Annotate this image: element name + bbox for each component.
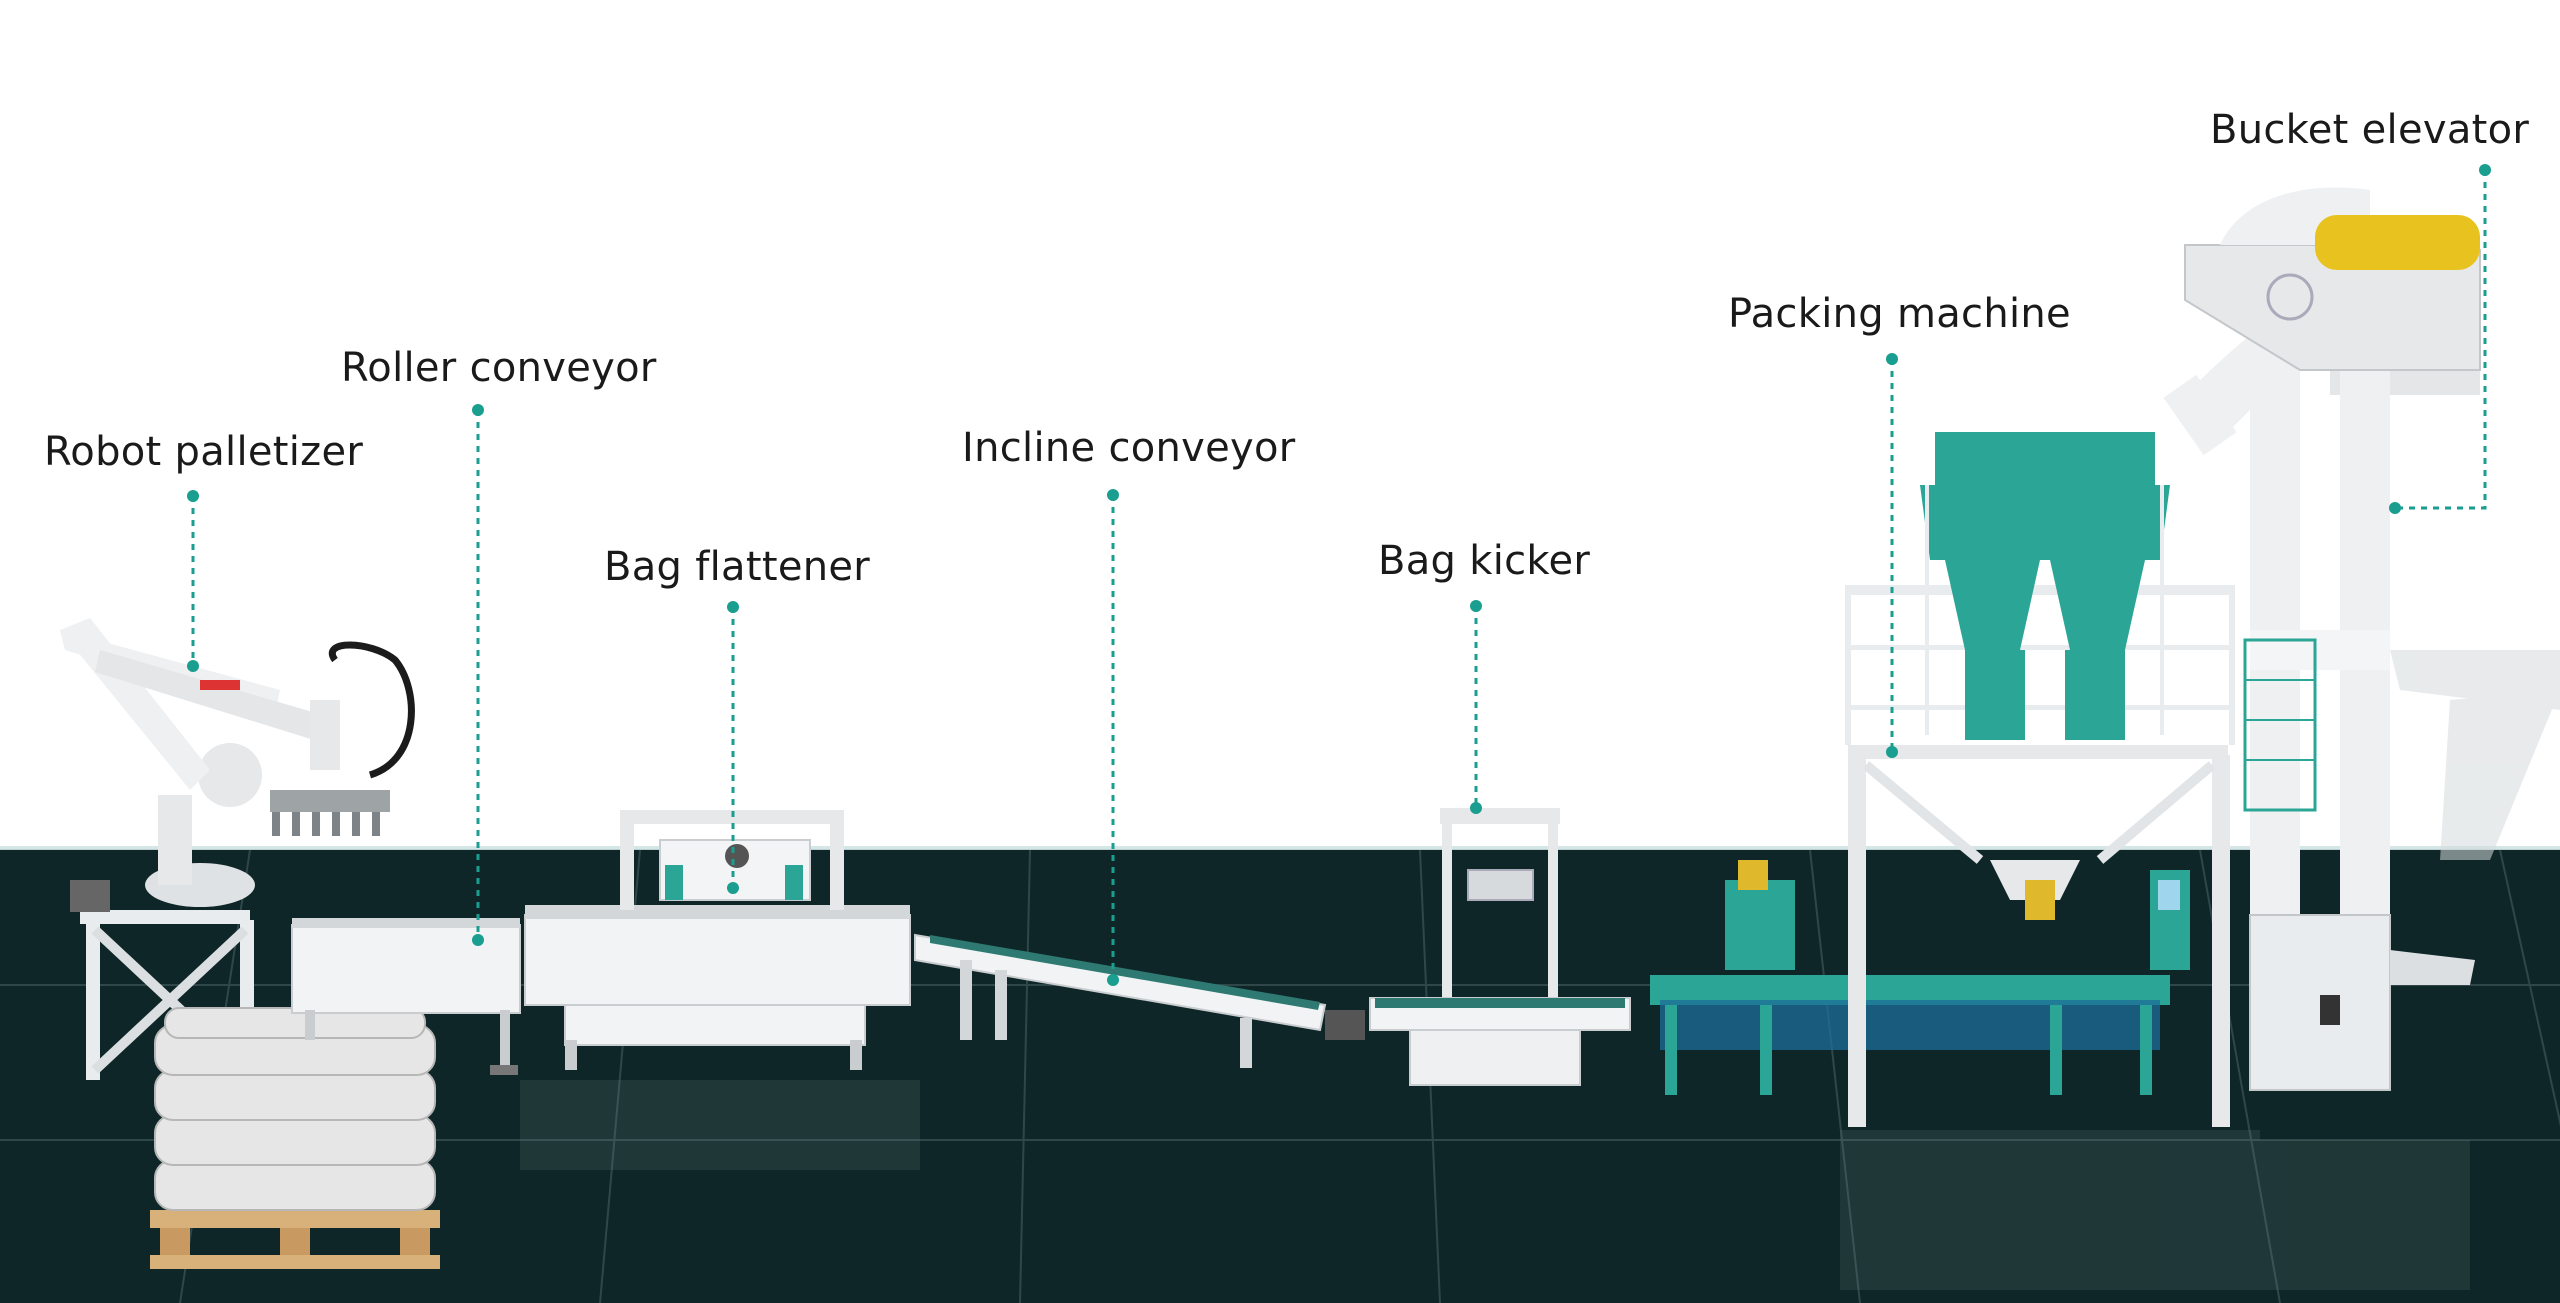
floor-horizon-line xyxy=(0,846,2560,850)
label-incline-conveyor: Incline conveyor xyxy=(962,425,1296,471)
callout-dot xyxy=(1886,353,1898,365)
callout-line-bucket-elevator xyxy=(2395,170,2487,510)
floor-reflection xyxy=(520,1080,2470,1290)
callout-dot xyxy=(1107,974,1119,986)
callout-dot xyxy=(472,934,484,946)
label-bucket-elevator: Bucket elevator xyxy=(2210,107,2530,153)
label-bag-flattener: Bag flattener xyxy=(604,544,871,590)
label-bag-kicker: Bag kicker xyxy=(1378,538,1591,584)
callout-dot xyxy=(187,660,199,672)
callout-dot xyxy=(2479,164,2491,176)
stacked-bags-pallet xyxy=(150,1007,440,1269)
bucket-elevator xyxy=(2163,187,2560,1091)
callout-dot xyxy=(1886,746,1898,758)
callout-dot xyxy=(727,601,739,613)
robot-palletizer xyxy=(60,618,415,1080)
callout-dot xyxy=(2389,502,2401,514)
label-roller-conveyor: Roller conveyor xyxy=(341,345,657,391)
label-robot-palletizer: Robot palletizer xyxy=(44,429,364,475)
callout-dot xyxy=(1107,489,1119,501)
bag-kicker xyxy=(1369,808,1631,1086)
callout-dot xyxy=(187,490,199,502)
callout-dots xyxy=(187,164,2491,986)
bag-flattener xyxy=(524,810,911,1070)
callout-dot xyxy=(1470,802,1482,814)
label-packing-machine: Packing machine xyxy=(1728,291,2071,337)
packing-machine xyxy=(1845,432,2235,1127)
callout-dot xyxy=(1470,600,1482,612)
incline-conveyor xyxy=(914,933,1365,1068)
packing-conveyor-base xyxy=(1650,860,2190,1095)
callout-lines xyxy=(191,170,2487,980)
callout-dot xyxy=(472,404,484,416)
callout-dot xyxy=(727,882,739,894)
